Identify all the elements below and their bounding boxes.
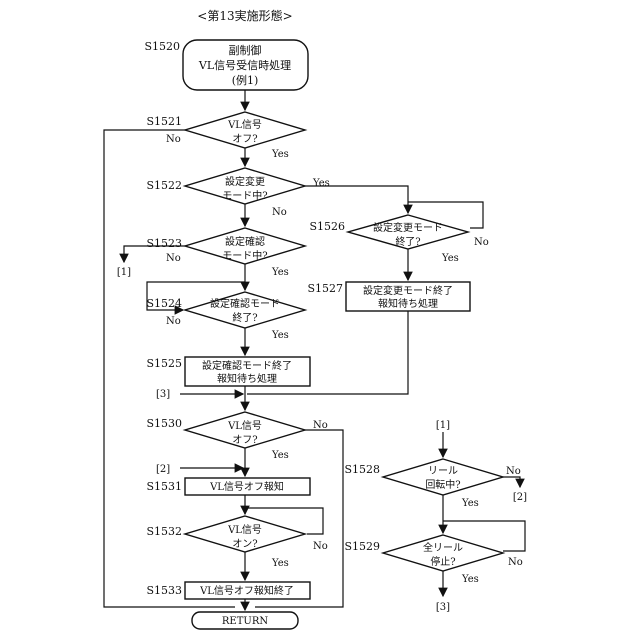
connector-1-out: [1]	[117, 267, 131, 278]
connector-2-in: [2]	[156, 464, 170, 475]
connector-3-out: [3]	[436, 602, 450, 613]
start-line-3: (例1)	[232, 73, 259, 87]
step-label-s1520: S1520	[144, 40, 180, 53]
decision-s1532-line-1: VL信号	[227, 524, 262, 536]
yes-label-s1526: Yes	[441, 253, 459, 264]
decision-s1524-line-2: 終了?	[232, 311, 257, 324]
decision-s1526-line-1: 設定変更モード	[373, 221, 443, 234]
decision-s1530-line-1: VL信号	[227, 420, 262, 432]
step-label-s1523: S1523	[146, 237, 182, 250]
process-s1527-line-2: 報知待ち処理	[378, 297, 438, 310]
step-label-s1521: S1521	[146, 115, 182, 128]
yes-label-s1521: Yes	[271, 149, 289, 160]
start-line-1: 副制御	[229, 43, 262, 57]
step-label-s1526: S1526	[309, 220, 345, 233]
return-label: RETURN	[222, 616, 268, 627]
decision-s1528-line-2: 回転中?	[425, 478, 460, 491]
yes-label-s1532: Yes	[271, 558, 289, 569]
no-label-s1532: No	[313, 541, 328, 552]
no-label-s1529: No	[508, 557, 523, 568]
process-s1533-line-1: VL信号オフ報知終了	[199, 584, 294, 597]
decision-s1528-line-1: リール	[428, 466, 458, 477]
yes-label-s1528: Yes	[461, 498, 479, 509]
decision-s1524-line-1: 設定確認モード	[210, 297, 280, 310]
no-label-s1528: No	[506, 466, 521, 477]
decision-s1521-line-1: VL信号	[227, 119, 262, 131]
no-label-s1522: No	[272, 207, 287, 218]
step-label-s1532: S1532	[146, 525, 182, 538]
process-s1527-line-1: 設定変更モード終了	[363, 284, 453, 297]
no-label-s1526: No	[474, 237, 489, 248]
step-label-s1530: S1530	[146, 417, 182, 430]
decision-s1522-line-2: モード中?	[222, 189, 267, 202]
process-s1531-line-1: VL信号オフ報知	[209, 480, 284, 493]
no-label-s1524: No	[166, 316, 181, 327]
decision-s1522-line-1: 設定変更	[225, 175, 265, 188]
decision-s1523-line-1: 設定確認	[225, 235, 265, 248]
step-label-s1522: S1522	[146, 179, 182, 192]
decision-s1529-line-2: 停止?	[430, 555, 455, 568]
yes-label-s1524: Yes	[271, 330, 289, 341]
yes-label-s1522: Yes	[312, 178, 330, 189]
start-line-2: VL信号受信時処理	[198, 59, 291, 72]
process-s1525-line-2: 報知待ち処理	[217, 372, 277, 385]
no-label-s1521: No	[166, 134, 181, 145]
connector-1-in: [1]	[436, 420, 450, 431]
decision-s1532-line-2: オン?	[232, 538, 257, 550]
step-label-s1527: S1527	[307, 282, 343, 295]
yes-label-s1530: Yes	[271, 450, 289, 461]
decision-s1530-line-2: オフ?	[232, 434, 257, 446]
no-label-s1523: No	[166, 253, 181, 264]
step-label-s1525: S1525	[146, 357, 182, 370]
step-label-s1533: S1533	[146, 584, 182, 597]
no-label-s1530: No	[313, 420, 328, 431]
process-s1525-line-1: 設定確認モード終了	[202, 359, 292, 372]
step-label-s1528: S1528	[344, 463, 380, 476]
decision-s1529-line-1: 全リール	[423, 541, 463, 554]
step-label-s1531: S1531	[146, 480, 182, 493]
connector-2-out: [2]	[513, 492, 527, 503]
connector-3-in: [3]	[156, 389, 170, 400]
decision-s1523-line-2: モード中?	[222, 249, 267, 262]
figure-title: <第13実施形態>	[197, 8, 292, 23]
decision-s1521-line-2: オフ?	[232, 133, 257, 145]
decision-s1526-line-2: 終了?	[395, 235, 420, 248]
yes-label-s1523: Yes	[271, 267, 289, 278]
yes-label-s1529: Yes	[461, 574, 479, 585]
step-label-s1524: S1524	[146, 297, 182, 310]
step-label-s1529: S1529	[344, 540, 380, 553]
